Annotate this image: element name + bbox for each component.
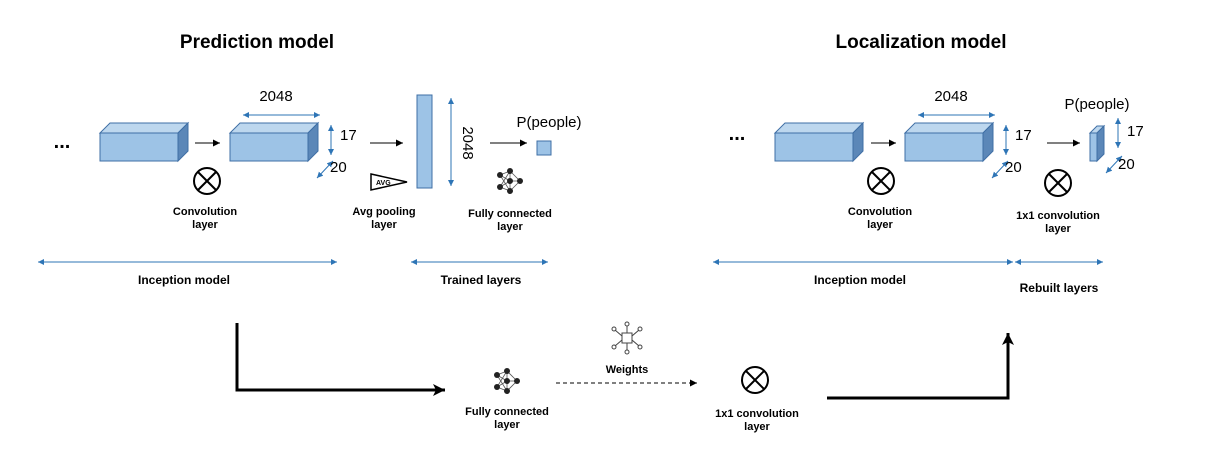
transfer-fc-icon: [493, 367, 521, 395]
localization-conv-label-2: layer: [867, 219, 893, 231]
avg-pooling-label-1: Avg pooling: [352, 206, 415, 218]
localization-section-inception: Inception model: [814, 273, 906, 287]
prediction-width-label: 2048: [259, 88, 292, 105]
transfer-arrow-right: [827, 333, 1014, 400]
prediction-input-feature-block: [98, 121, 190, 163]
transfer-arrow-left: [235, 323, 445, 396]
localization-1x1-label-2: layer: [1045, 223, 1071, 235]
transfer-1x1-label-2: layer: [744, 421, 770, 433]
localization-convolution-icon: [867, 167, 895, 195]
localization-depth-dimension: [991, 160, 1009, 179]
localization-output-block: [1088, 124, 1106, 163]
prediction-convolution-icon: [193, 167, 221, 195]
prediction-conv-label-1: Convolution: [173, 206, 237, 218]
fc-label-2: layer: [497, 221, 523, 233]
avg-pooling-label-2: layer: [371, 219, 397, 231]
localization-width-label: 2048: [934, 88, 967, 105]
prediction-height-label: 17: [340, 127, 357, 144]
localization-output-label: P(people): [1064, 96, 1129, 113]
localization-input-feature-block: [773, 121, 865, 163]
localization-1x1-label-1: 1x1 convolution: [1016, 210, 1100, 222]
localization-title: Localization model: [835, 32, 1006, 53]
transfer-1x1-label-1: 1x1 convolution: [715, 408, 799, 420]
prediction-conv-label-2: layer: [192, 219, 218, 231]
localization-section-rebuilt: Rebuilt layers: [1020, 281, 1099, 295]
localization-out-depth-dimension: [1105, 155, 1123, 174]
localization-conv-label-1: Convolution: [848, 206, 912, 218]
localization-out-height-label: 17: [1127, 123, 1144, 140]
transfer-fc-label-1: Fully connected: [465, 406, 549, 418]
weights-label: Weights: [606, 364, 649, 376]
prediction-output-label: P(people): [516, 114, 581, 131]
transfer-fc-label-2: layer: [494, 419, 520, 431]
prediction-depth-dimension: [316, 160, 334, 179]
transfer-1x1-conv-icon: [741, 366, 769, 394]
prediction-output-block: [536, 140, 552, 156]
localization-depth-label: 20: [1005, 159, 1022, 176]
prediction-depth-label: 20: [330, 159, 347, 176]
prediction-ellipsis: ...: [54, 131, 71, 153]
pooled-vector-block: [416, 94, 433, 189]
prediction-section-inception: Inception model: [138, 273, 230, 287]
localization-1x1-conv-icon: [1044, 169, 1072, 197]
vector-length-label: 2048: [459, 126, 476, 159]
prediction-title: Prediction model: [180, 32, 334, 53]
localization-height-label: 17: [1015, 127, 1032, 144]
prediction-section-trained: Trained layers: [441, 273, 522, 287]
svg-text:AVG: AVG: [376, 180, 391, 187]
prediction-feature-block: [228, 121, 320, 163]
fully-connected-icon: [496, 167, 524, 195]
localization-ellipsis: ...: [729, 123, 746, 145]
weights-icon: [611, 321, 643, 355]
localization-out-depth-label: 20: [1118, 156, 1135, 173]
fc-label-1: Fully connected: [468, 208, 552, 220]
localization-feature-block: [903, 121, 995, 163]
avg-pooling-icon: AVG: [370, 173, 408, 191]
